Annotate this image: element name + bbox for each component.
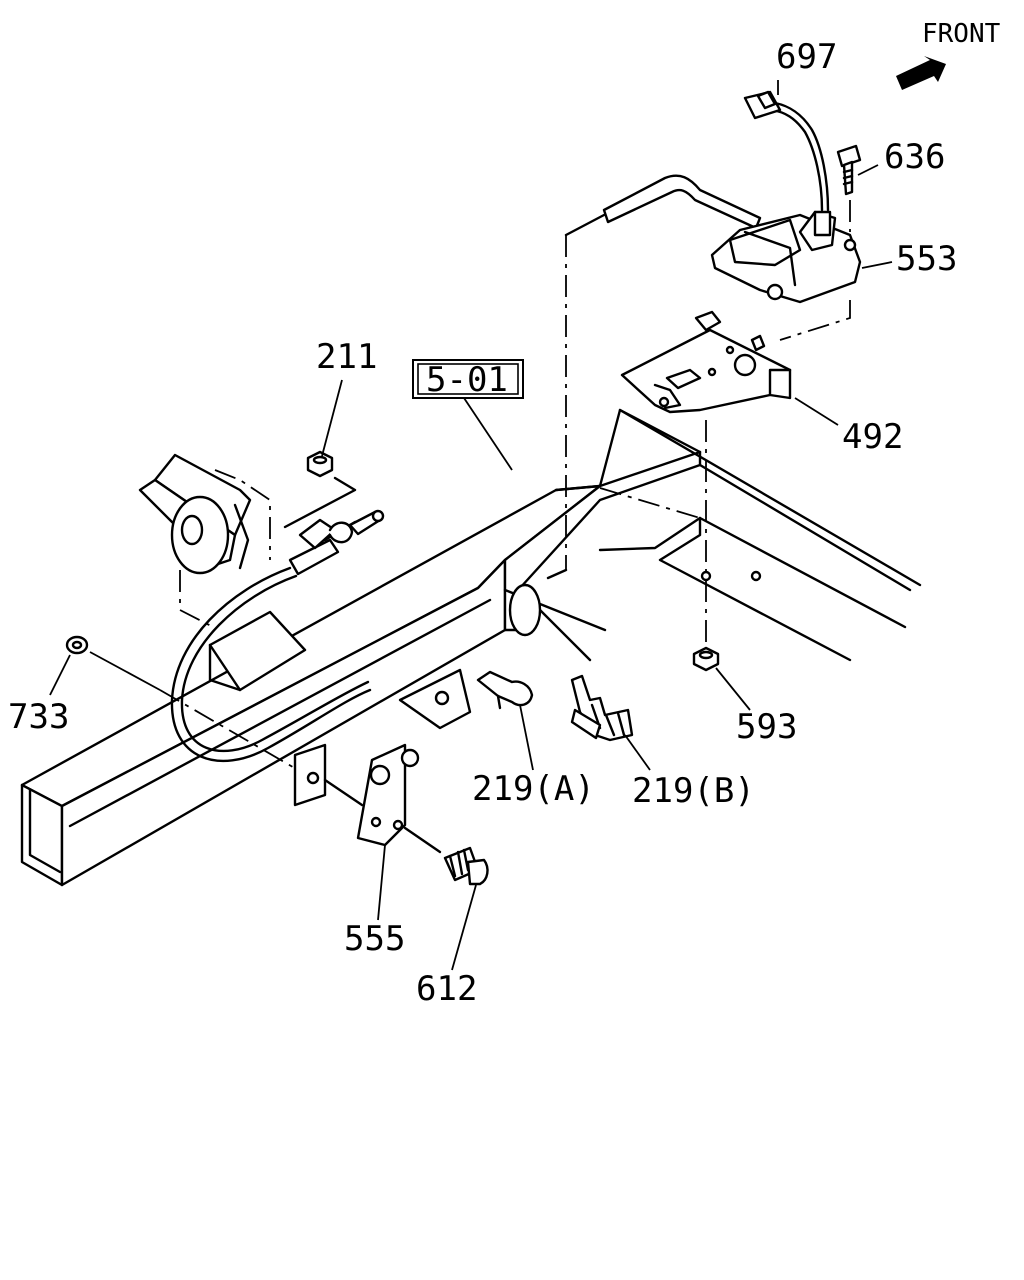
frame-rail [20, 408, 922, 887]
callout-211: 211 [316, 337, 377, 377]
reference-box-label: 5-01 [426, 360, 508, 400]
callout-492: 492 [842, 417, 903, 457]
callout-733: 733 [8, 697, 69, 737]
front-arrow-icon [896, 56, 946, 90]
bracket-492 [620, 300, 851, 650]
callout-553: 553 [896, 239, 957, 279]
control-cable [170, 509, 385, 763]
callout-593: 593 [736, 707, 797, 747]
leader-lines [49, 80, 893, 971]
clip-219a [476, 670, 534, 710]
callout-219a: 219(A) [472, 769, 595, 809]
callout-219b: 219(B) [632, 771, 755, 811]
callout-612: 612 [416, 969, 477, 1009]
nut-211 [283, 450, 357, 529]
callout-697: 697 [776, 37, 837, 77]
callout-636: 636 [884, 137, 945, 177]
reference-box: 5-01 [412, 359, 524, 400]
nut-593 [692, 646, 720, 672]
bolt-612 [403, 826, 489, 886]
pedal-bracket [138, 453, 252, 575]
clip-219b [570, 674, 634, 742]
callout-555: 555 [344, 919, 405, 959]
actuator-unit [710, 90, 862, 304]
washer-733 [65, 635, 89, 655]
bracket-555 [293, 743, 420, 847]
front-label: FRONT [922, 19, 1001, 49]
bolt-636 [836, 144, 862, 232]
